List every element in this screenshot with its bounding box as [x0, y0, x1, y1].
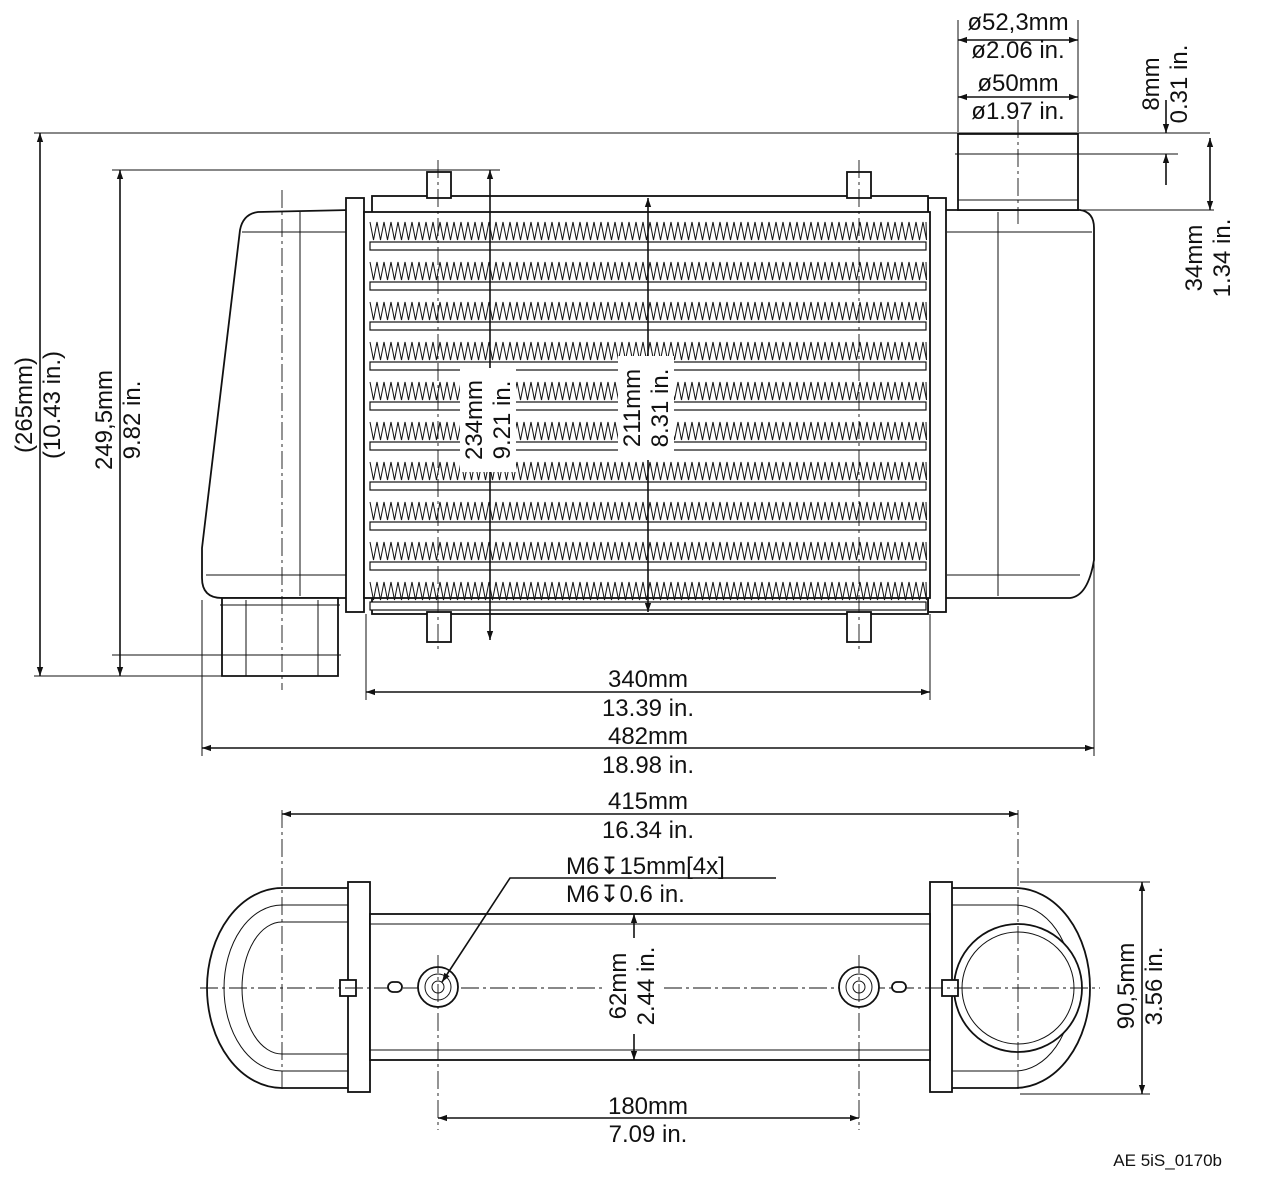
overall-height-in: (10.43 in.) — [39, 351, 66, 459]
stud-spacing-in: 7.09 in. — [609, 1121, 688, 1148]
core-width-mm: 340mm — [608, 666, 688, 693]
right-outlet-pipe — [955, 120, 1081, 224]
outlet-outer-dia-in: ø2.06 in. — [971, 37, 1064, 64]
left-hose-elbow — [206, 887, 353, 1089]
tank-depth-in: 3.56 in. — [1141, 947, 1168, 1026]
stud-spacing-mm: 180mm — [608, 1093, 688, 1120]
tank-depth-label: 90,5mm 3.56 in. — [1113, 943, 1168, 1030]
thread-note-in: M6↧0.6 in. — [566, 881, 685, 908]
bead-height-mm: 8mm — [1138, 57, 1165, 110]
thread-note-mm: M6↧15mm[4x] — [566, 853, 725, 880]
overall-width-mm: 482mm — [608, 723, 688, 750]
neck-height-label: 34mm 1.34 in. — [1181, 219, 1236, 298]
neck-height-in: 1.34 in. — [1209, 219, 1236, 298]
stud-height-mm: 234mm — [461, 380, 488, 460]
core-depth-in: 2.44 in. — [633, 947, 660, 1026]
outlet-outer-dia-mm: ø52,3mm — [967, 9, 1068, 36]
core-depth-label: 62mm 2.44 in. — [604, 938, 660, 1034]
tank-depth-mm: 90,5mm — [1113, 943, 1140, 1030]
hose-spacing-mm: 415mm — [608, 788, 688, 815]
stud-height-label: 234mm 9.21 in. — [460, 368, 516, 472]
left-end-tank — [201, 209, 351, 599]
mount-height-mm: 249,5mm — [91, 370, 118, 470]
right-end-tank — [944, 209, 1095, 599]
mount-height-label: 249,5mm 9.82 in. — [91, 370, 146, 470]
stud-height-in: 9.21 in. — [489, 381, 516, 460]
core-depth-mm: 62mm — [605, 953, 632, 1020]
core-width-in: 13.39 in. — [602, 695, 694, 722]
hose-spacing-in: 16.34 in. — [602, 817, 694, 844]
core-height-in: 8.31 in. — [647, 369, 674, 448]
bead-height-in: 0.31 in. — [1166, 45, 1193, 124]
bead-height-label: 8mm 0.31 in. — [1138, 45, 1193, 124]
top-view: (265mm) (10.43 in.) 249,5mm 9.82 in. 234… — [11, 9, 1236, 779]
core-height-label: 211mm 8.31 in. — [618, 356, 674, 460]
mount-height-in: 9.82 in. — [119, 381, 146, 460]
core-height-mm: 211mm — [619, 369, 646, 447]
overall-width-in: 18.98 in. — [602, 752, 694, 779]
drawing-code: AE 5iS_0170b — [1113, 1151, 1222, 1170]
bottom-view: 415mm 16.34 in. M6↧15mm[4x] M6↧0.6 in. 6… — [200, 788, 1168, 1148]
overall-height-mm: (265mm) — [11, 357, 38, 453]
neck-height-mm: 34mm — [1181, 225, 1208, 292]
outlet-inner-dia-mm: ø50mm — [977, 70, 1058, 97]
outlet-inner-dia-in: ø1.97 in. — [971, 98, 1064, 125]
left-inlet-pipe — [219, 190, 341, 690]
overall-height-label: (265mm) (10.43 in.) — [11, 351, 66, 459]
